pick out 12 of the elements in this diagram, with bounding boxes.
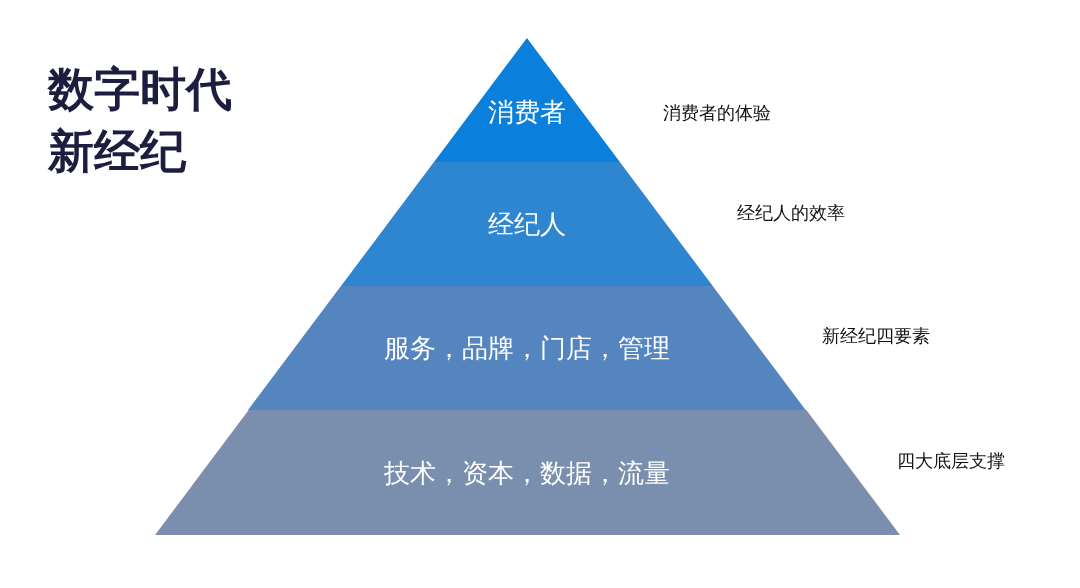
pyramid-layer [341,162,713,286]
pyramid-layer [154,410,900,535]
side-note: 四大底层支撑 [897,449,1005,473]
layer-label: 消费者 [488,95,566,129]
layer-label: 经纪人 [488,207,566,241]
layer-label: 技术，资本，数据，流量 [384,456,670,489]
side-note: 消费者的体验 [663,101,771,125]
side-note: 经纪人的效率 [737,201,845,225]
side-note: 新经纪四要素 [822,324,930,348]
title: 数字时代新经纪 [48,61,233,180]
pyramid-layer [248,286,806,410]
layer-label: 服务，品牌，门店，管理 [384,331,670,365]
